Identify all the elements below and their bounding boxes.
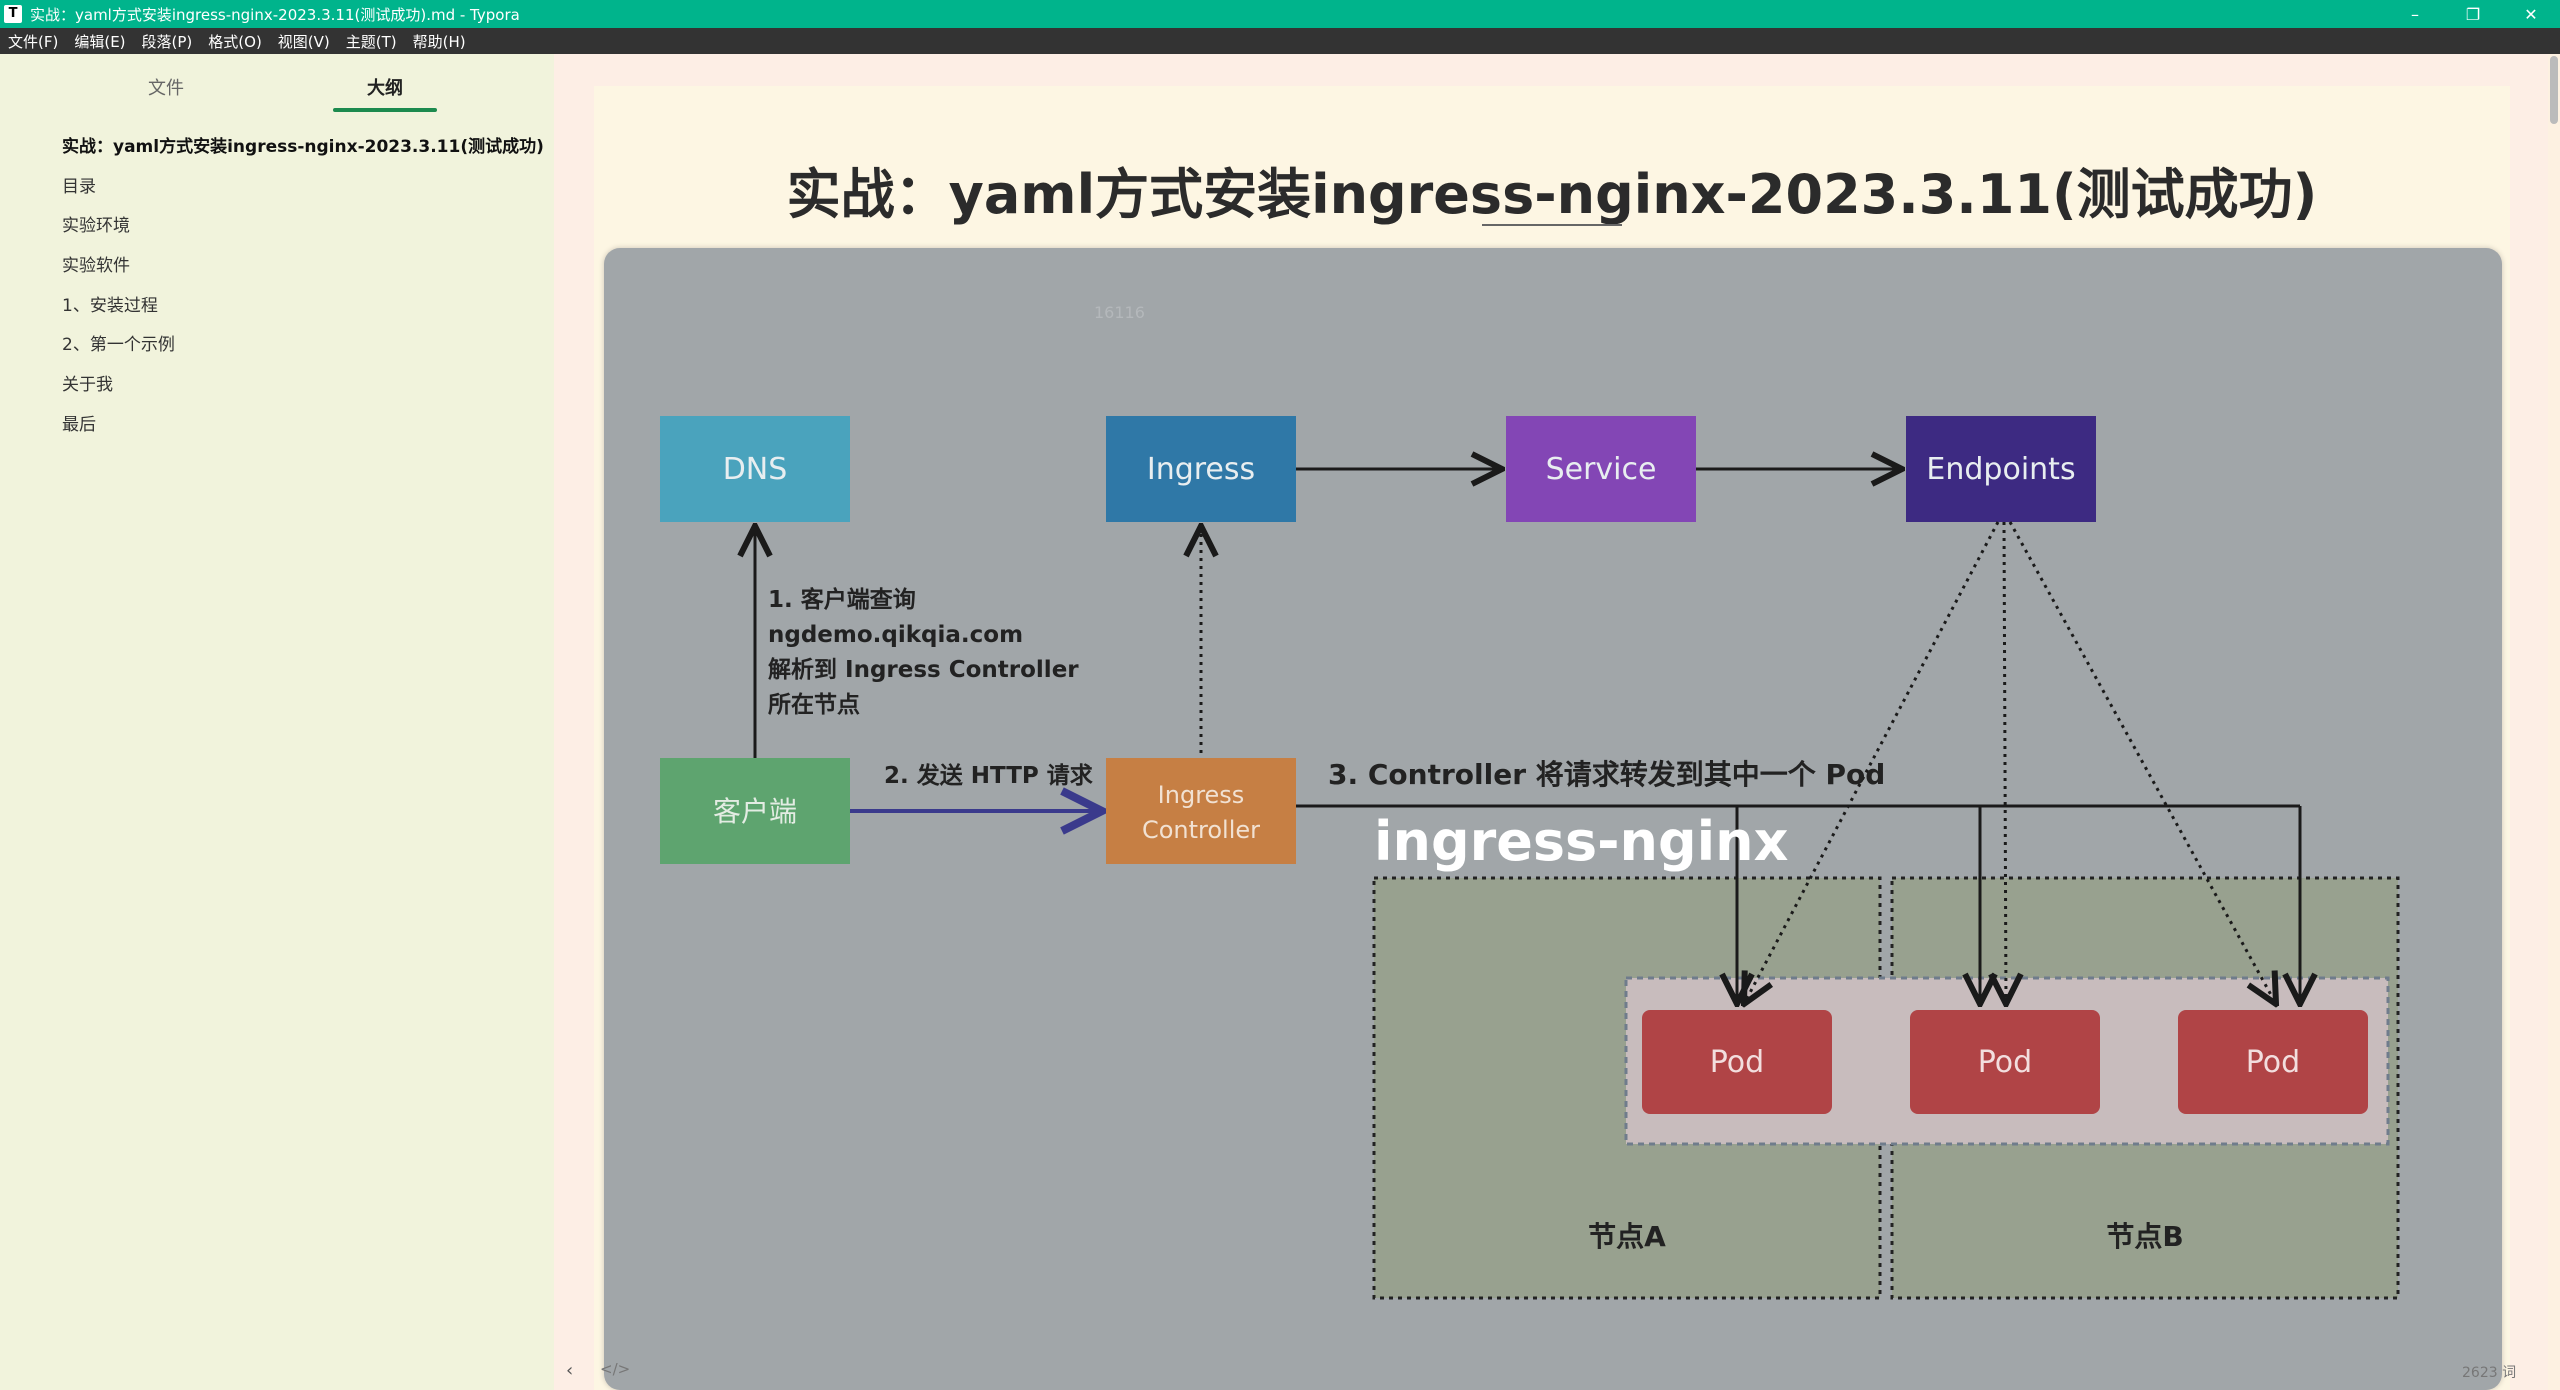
minimize-button[interactable]: – xyxy=(2411,4,2419,24)
outline-item-last[interactable]: 最后 xyxy=(62,414,96,435)
pod-3-label: Pod xyxy=(2246,1045,2300,1080)
menu-theme[interactable]: 主题(T) xyxy=(345,32,397,51)
outline-item-title[interactable]: 实战：yaml方式安装ingress-nginx-2023.3.11(测试成功) xyxy=(62,137,544,157)
step1-line1: 1. 客户端查询 xyxy=(768,586,916,613)
pod-1-label: Pod xyxy=(1710,1045,1764,1080)
menu-file[interactable]: 文件(F) xyxy=(8,32,59,51)
title-bar: T 实战：yaml方式安装ingress-nginx-2023.3.11(测试成… xyxy=(0,0,2560,28)
menu-paragraph[interactable]: 段落(P) xyxy=(141,32,193,51)
step1-line3: 解析到 Ingress Controller xyxy=(768,656,1079,683)
endpoints-box xyxy=(1906,416,2096,522)
client-box xyxy=(660,758,850,864)
pod-3 xyxy=(2178,1010,2368,1114)
endpoints-label: Endpoints xyxy=(1926,452,2075,487)
editor-scrollbar[interactable] xyxy=(2548,54,2560,1390)
outline-item-toc[interactable]: 目录 xyxy=(62,176,96,197)
ingress-diagram-image[interactable]: 16116 DNS Ingress Service Endpoints 客户端 … xyxy=(604,248,2502,1390)
watermark: 16116 xyxy=(1094,303,1145,322)
service-label: Service xyxy=(1546,452,1657,487)
step1-line2: ngdemo.qikqia.com xyxy=(768,622,1023,648)
typora-app-icon: T xyxy=(4,5,22,23)
step1-line4: 所在节点 xyxy=(768,691,860,718)
scrollbar-thumb[interactable] xyxy=(2550,56,2558,124)
sidebar: 文件 大纲 实战：yaml方式安装ingress-nginx-2023.3.11… xyxy=(0,54,554,1390)
spellcheck-underline xyxy=(1482,224,1622,226)
source-mode-icon[interactable]: </> xyxy=(600,1360,631,1378)
menu-help[interactable]: 帮助(H) xyxy=(412,32,466,51)
step2-label: 2. 发送 HTTP 请求 xyxy=(884,762,1093,789)
node-b-label: 节点B xyxy=(2106,1220,2183,1253)
tab-files[interactable]: 文件 xyxy=(148,78,184,99)
endpoints-to-pod-1-dotted xyxy=(1744,521,2000,1004)
endpoints-to-pod-2-dotted xyxy=(2004,521,2006,1004)
outline-item-environment[interactable]: 实验环境 xyxy=(62,216,130,237)
outline-list: 实战：yaml方式安装ingress-nginx-2023.3.11(测试成功)… xyxy=(62,132,544,450)
close-button[interactable]: ✕ xyxy=(2524,4,2538,24)
ingress-nginx-label: ingress-nginx xyxy=(1374,810,1789,873)
ingress-controller-label-line1: Ingress xyxy=(1158,781,1245,809)
menu-bar: 文件(F) 编辑(E) 段落(P) 格式(O) 视图(V) 主题(T) 帮助(H… xyxy=(0,28,2560,54)
tab-outline[interactable]: 大纲 xyxy=(367,78,403,99)
toggle-sidebar-icon[interactable]: ‹ xyxy=(566,1360,574,1381)
pod-2 xyxy=(1910,1010,2100,1114)
step3-label: 3. Controller 将请求转发到其中一个 Pod xyxy=(1328,758,1885,791)
outline-item-about[interactable]: 关于我 xyxy=(62,375,113,396)
ingress-controller-label-line2: Controller xyxy=(1142,816,1260,844)
pod-1 xyxy=(1642,1010,1832,1114)
ingress-controller-box xyxy=(1106,758,1296,864)
window-title: 实战：yaml方式安装ingress-nginx-2023.3.11(测试成功)… xyxy=(30,5,520,24)
maximize-button[interactable]: ❐ xyxy=(2465,4,2481,24)
word-count[interactable]: 2623 词 xyxy=(2462,1365,2517,1381)
ingress-box xyxy=(1106,416,1296,522)
active-tab-indicator xyxy=(333,108,437,112)
dns-label: DNS xyxy=(723,452,788,487)
node-a-label: 节点A xyxy=(1588,1220,1666,1253)
endpoints-to-pod-3-dotted xyxy=(2008,521,2276,1004)
outline-item-software[interactable]: 实验软件 xyxy=(62,256,130,277)
menu-format[interactable]: 格式(O) xyxy=(208,32,262,51)
service-box xyxy=(1506,416,1696,522)
dns-box xyxy=(660,416,850,522)
ingress-label: Ingress xyxy=(1147,452,1255,487)
client-label: 客户端 xyxy=(713,795,797,828)
document-title[interactable]: 实战：yaml方式安装ingress-nginx-2023.3.11(测试成功) xyxy=(786,163,2318,226)
menu-edit[interactable]: 编辑(E) xyxy=(74,32,126,51)
pod-2-label: Pod xyxy=(1978,1045,2032,1080)
sidebar-tabs: 文件 大纲 xyxy=(0,54,554,116)
outline-item-example[interactable]: 2、第一个示例 xyxy=(62,335,175,356)
diagram-svg: 16116 DNS Ingress Service Endpoints 客户端 … xyxy=(660,303,2400,1300)
outline-item-install[interactable]: 1、安装过程 xyxy=(62,295,158,316)
menu-view[interactable]: 视图(V) xyxy=(277,32,330,51)
